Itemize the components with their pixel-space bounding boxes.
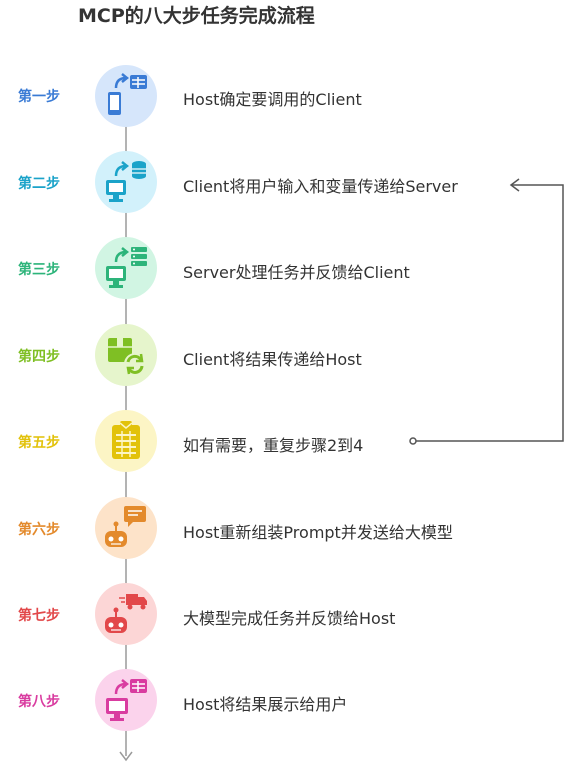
step-5-text: 如有需要，重复步骤2到4 xyxy=(183,436,364,455)
box-refresh-icon xyxy=(94,323,158,387)
step-2-label: 第二步 xyxy=(18,176,60,192)
step-8-label: 第八步 xyxy=(18,694,60,710)
bottom-arrowhead xyxy=(119,751,133,762)
step-3-text: Server处理任务并反馈给Client xyxy=(183,263,410,282)
monitor-to-table-icon xyxy=(94,668,158,732)
step-6-label: 第六步 xyxy=(18,522,60,538)
step-7-label: 第七步 xyxy=(18,608,60,624)
step-3-label: 第三步 xyxy=(18,262,60,278)
step-1-label: 第一步 xyxy=(18,89,60,105)
monitor-to-server-icon xyxy=(94,236,158,300)
step-1-text: Host确定要调用的Client xyxy=(183,90,362,109)
loop-start-dot xyxy=(409,437,417,445)
step-5-label: 第五步 xyxy=(18,435,60,451)
step-6-text: Host重新组装Prompt并发送给大模型 xyxy=(183,523,453,542)
phone-to-table-icon xyxy=(94,64,158,128)
robot-chat-icon xyxy=(94,496,158,560)
loop-arrowhead xyxy=(509,178,520,192)
step-2-text: Client将用户输入和变量传递给Server xyxy=(183,177,458,196)
step-7-text: 大模型完成任务并反馈给Host xyxy=(183,609,396,628)
page-title: MCP的八大步任务完成流程 xyxy=(78,5,315,27)
step-8-text: Host将结果展示给用户 xyxy=(183,695,348,714)
robot-truck-icon xyxy=(94,582,158,646)
monitor-to-database-icon xyxy=(94,150,158,214)
loop-back-connector xyxy=(416,184,564,442)
step-4-label: 第四步 xyxy=(18,349,60,365)
step-4-text: Client将结果传递给Host xyxy=(183,350,362,369)
clipboard-list-icon xyxy=(94,409,158,473)
